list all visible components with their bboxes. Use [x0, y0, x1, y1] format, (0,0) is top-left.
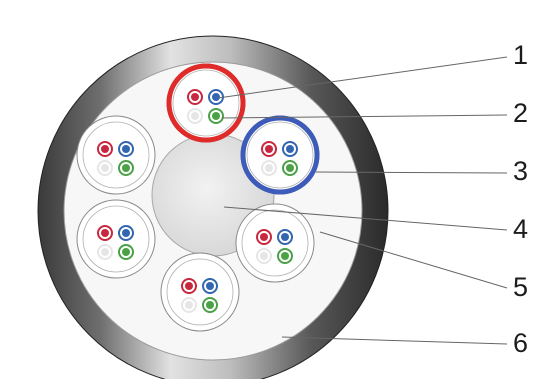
leader-line-2 — [221, 114, 508, 119]
fiber-white-core — [101, 248, 109, 256]
fiber-white-core — [260, 252, 268, 260]
leader-line-1 — [217, 56, 508, 99]
fiber-white-core — [101, 164, 109, 172]
fiber-blue-core — [206, 282, 214, 290]
fiber-green-core — [212, 112, 220, 120]
loose-tubes-group — [76, 63, 320, 332]
fiber-blue-core — [281, 233, 289, 241]
fiber-red-core — [101, 229, 109, 237]
fiber-red-core — [260, 233, 268, 241]
fiber-red-core — [191, 93, 199, 101]
callout-label-5: 5 — [513, 272, 529, 302]
tube-inner-wall — [82, 205, 150, 273]
callout-label-1: 1 — [513, 40, 529, 70]
loose-tube-lower-left — [76, 199, 156, 279]
fiber-blue-core — [122, 229, 130, 237]
fiber-green-core — [281, 252, 289, 260]
tube-inner-wall — [166, 258, 234, 326]
fiber-green-core — [122, 164, 130, 172]
loose-tube-bottom — [160, 252, 240, 332]
leader-lines-group — [217, 56, 508, 345]
tube-inner-wall — [172, 69, 240, 137]
callout-label-3: 3 — [513, 156, 529, 186]
callout-label-4: 4 — [513, 214, 529, 244]
leader-line-4 — [223, 206, 508, 231]
tube-highlight-ring — [240, 115, 320, 195]
leader-line-5 — [319, 231, 508, 289]
loose-tube-upper-left — [76, 115, 156, 195]
fiber-blue-core — [122, 145, 130, 153]
callout-label-6: 6 — [513, 328, 529, 358]
fiber-blue-core — [286, 145, 294, 153]
loose-tube-lower-right — [235, 203, 315, 283]
fiber-green-core — [206, 301, 214, 309]
leader-line-6 — [281, 336, 508, 345]
fiber-white-core — [265, 164, 273, 172]
tube-inner-wall — [82, 121, 150, 189]
tube-inner-wall — [246, 121, 314, 189]
loose-tube-top — [166, 63, 246, 143]
tube-inner-wall — [241, 209, 309, 277]
fiber-red-core — [101, 145, 109, 153]
fiber-blue-core — [212, 93, 220, 101]
fiber-red-core — [265, 145, 273, 153]
fiber-green-core — [286, 164, 294, 172]
fiber-white-core — [185, 301, 193, 309]
leader-line-3 — [315, 171, 508, 174]
callout-label-2: 2 — [513, 98, 529, 128]
fiber-green-core — [122, 248, 130, 256]
fiber-white-core — [191, 112, 199, 120]
fiber-red-core — [185, 282, 193, 290]
tube-highlight-ring — [166, 63, 246, 143]
loose-tube-upper-right — [240, 115, 320, 195]
